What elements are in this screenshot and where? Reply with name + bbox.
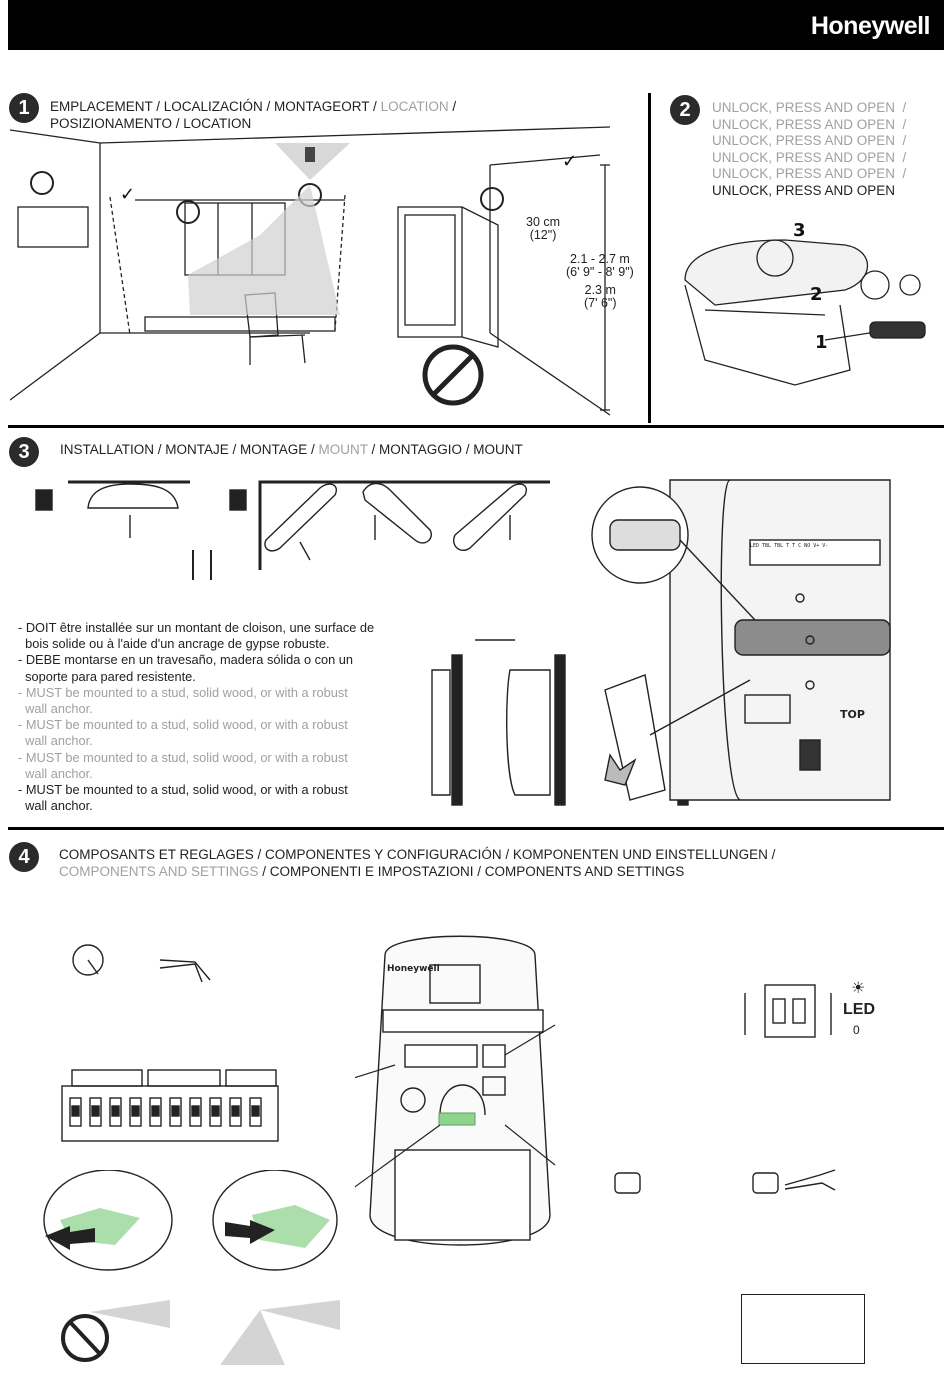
section-divider-vertical — [648, 93, 651, 423]
section-divider-1 — [8, 425, 944, 428]
section-4-title-line1: COMPOSANTS ET REGLAGES / COMPONENTES Y C… — [59, 847, 776, 862]
section-1-title-line1: EMPLACEMENT / LOCALIZACIÓN / MONTAGEORT … — [50, 98, 640, 115]
dip-switch — [109, 1097, 122, 1127]
dip-switch-knob — [231, 1105, 240, 1117]
dip-switch-knob — [91, 1105, 100, 1117]
svg-text:TOP: TOP — [840, 708, 865, 721]
dip-switch-knob — [71, 1105, 80, 1117]
measure-opt-ft: (7' 6") — [584, 296, 617, 310]
mounting-requirement-line: wall anchor. — [18, 765, 93, 781]
section-3-title: INSTALLATION / MONTAJE / MONTAGE / MOUNT… — [60, 441, 523, 458]
svg-text:✓: ✓ — [562, 151, 577, 172]
step-1-badge: 1 — [9, 93, 39, 123]
mounting-requirement-line: soporte para pared resistente. — [18, 668, 196, 684]
section-4-title-grey: COMPONENTS AND SETTINGS — [59, 864, 259, 879]
unlock-instruction-line: UNLOCK, PRESS AND OPEN / — [712, 100, 907, 115]
svg-text:☀: ☀ — [851, 978, 865, 997]
step-4-badge: 4 — [9, 842, 39, 872]
section-3-title-grey: MOUNT — [318, 442, 368, 457]
mounting-requirement-line: bois solide ou à l'aide d'un ancrage de … — [18, 636, 330, 652]
step-3-badge: 3 — [9, 437, 39, 467]
dip-switch — [249, 1097, 262, 1127]
section-3-title-b: / MONTAGGIO / MOUNT — [367, 442, 523, 457]
measure-range-m: 2.1 - 2.7 m — [570, 252, 630, 266]
section-1-title-part: LOCATION — [380, 99, 449, 114]
section-1-title: EMPLACEMENT / LOCALIZACIÓN / MONTAGEORT … — [50, 98, 640, 132]
svg-text:Honeywell: Honeywell — [387, 964, 440, 974]
led-label: LED — [843, 1001, 875, 1018]
dip-switch-knob — [191, 1105, 200, 1117]
mounting-requirement-line: - DOIT être installée sur un montant de … — [18, 620, 375, 635]
sensor-components-view: Honeywell — [355, 935, 556, 1246]
mounting-requirements: - DOIT être installée sur un montant de … — [18, 620, 374, 814]
measure-optimal: 2.3 m (7' 6") — [584, 284, 617, 310]
measure-30cm-text: 30 cm — [526, 215, 561, 229]
unlock-instruction-line: UNLOCK, PRESS AND OPEN / — [712, 133, 907, 149]
mounting-requirement-line: wall anchor. — [18, 733, 93, 749]
dip-switch — [129, 1097, 142, 1127]
dip-switch — [149, 1097, 162, 1127]
mounting-requirement-line: wall anchor. — [18, 701, 93, 717]
sensor-open-illustration: 3 2 1 — [684, 220, 926, 386]
dip-switch-block — [61, 1069, 279, 1142]
mount-options-illustration — [35, 480, 550, 580]
section-1-title-part: / — [448, 99, 457, 114]
dip-switch — [89, 1097, 102, 1127]
room-illustration: ✓ ✓ — [10, 126, 611, 416]
bell-and-pliers-icons — [72, 944, 211, 983]
mounting-requirement-line: - MUST be mounted to a stud, solid wood,… — [18, 717, 348, 733]
sensor-base-open-view: TOP LED TBL TBL T T C NO V+ V- — [591, 479, 891, 801]
mounting-requirement-line: - MUST be mounted to a stud, solid wood,… — [18, 782, 348, 798]
mounting-requirement-line: - MUST be mounted to a stud, solid wood,… — [18, 749, 348, 765]
dip-switch-knob — [211, 1105, 220, 1117]
dip-switch-knob — [171, 1105, 180, 1117]
svg-text:1: 1 — [815, 332, 828, 353]
measure-12in-text: (12") — [529, 228, 557, 242]
dip-switch — [229, 1097, 242, 1127]
section-2-instructions: UNLOCK, PRESS AND OPEN /UNLOCK, PRESS AN… — [712, 100, 906, 200]
bracket-icons — [614, 1169, 836, 1194]
brand-logo: Honeywell — [810, 12, 931, 40]
unlock-instruction-line: UNLOCK, PRESS AND OPEN / — [712, 149, 907, 165]
unlock-instruction-line: UNLOCK, PRESS AND OPEN / — [712, 166, 907, 182]
section-4-title: COMPOSANTS ET REGLAGES / COMPONENTES Y C… — [59, 846, 775, 880]
dip-switch-knob — [111, 1105, 120, 1117]
led-value: 0 — [853, 1023, 860, 1037]
notes-box — [741, 1294, 865, 1364]
section-divider-2 — [8, 827, 944, 830]
dip-switch — [209, 1097, 222, 1127]
svg-text:2: 2 — [810, 284, 823, 305]
measure-opt-m: 2.3 m — [584, 283, 616, 297]
step-2-badge: 2 — [670, 95, 700, 125]
dip-switch-knob — [251, 1105, 260, 1117]
section-3-title-a: INSTALLATION / MONTAJE / MONTAGE / — [60, 442, 319, 457]
tamper-illustrations — [43, 1170, 340, 1365]
dip-switch — [69, 1097, 82, 1127]
dip-switch-knob — [131, 1105, 140, 1117]
unlock-instruction-line: UNLOCK, PRESS AND OPEN / — [712, 116, 907, 132]
measure-range-ft: (6' 9" - 8' 9") — [566, 265, 634, 279]
header-bar — [8, 0, 944, 50]
svg-text:✓: ✓ — [120, 184, 135, 205]
section-1-title-line2: POSIZIONAMENTO / LOCATION — [50, 116, 252, 131]
measure-30cm: 30 cm (12") — [526, 216, 560, 242]
section-1-title-part: EMPLACEMENT / LOCALIZACIÓN / MONTAGEORT … — [50, 99, 381, 114]
dip-switch — [169, 1097, 182, 1127]
dip-switch — [189, 1097, 202, 1127]
led-dip-switch: ☀ — [744, 978, 865, 1038]
svg-text:LED TBL TBL T T C NO V+ V-: LED TBL TBL T T C NO V+ V- — [750, 543, 828, 549]
section-4-title-rest: / COMPONENTI E IMPOSTAZIONI / COMPONENTS… — [258, 864, 685, 879]
mounting-requirement-line: wall anchor. — [18, 798, 93, 814]
dip-switch-knob — [151, 1105, 160, 1117]
svg-text:3: 3 — [793, 220, 806, 241]
measure-range: 2.1 - 2.7 m (6' 9" - 8' 9") — [566, 253, 634, 279]
unlock-instruction-line: UNLOCK, PRESS AND OPEN — [712, 182, 896, 198]
mounting-requirement-line: - MUST be mounted to a stud, solid wood,… — [18, 684, 348, 700]
mounting-requirement-line: - DEBE montarse en un travesaño, madera … — [18, 652, 354, 668]
